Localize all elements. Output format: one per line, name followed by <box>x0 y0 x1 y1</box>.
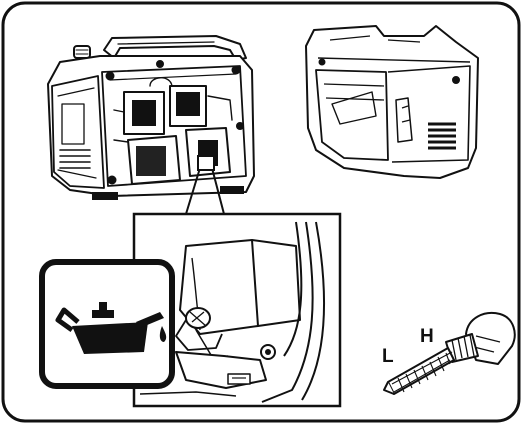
dipstick-high-mark: H <box>420 326 434 347</box>
dipstick-illustration <box>383 312 516 395</box>
dipstick-low-mark: L <box>382 346 394 367</box>
oil-can-icon <box>39 259 175 389</box>
generator-illustration <box>47 35 255 200</box>
zoom-leader-lines <box>185 155 225 215</box>
side-cover-illustration <box>305 25 479 179</box>
